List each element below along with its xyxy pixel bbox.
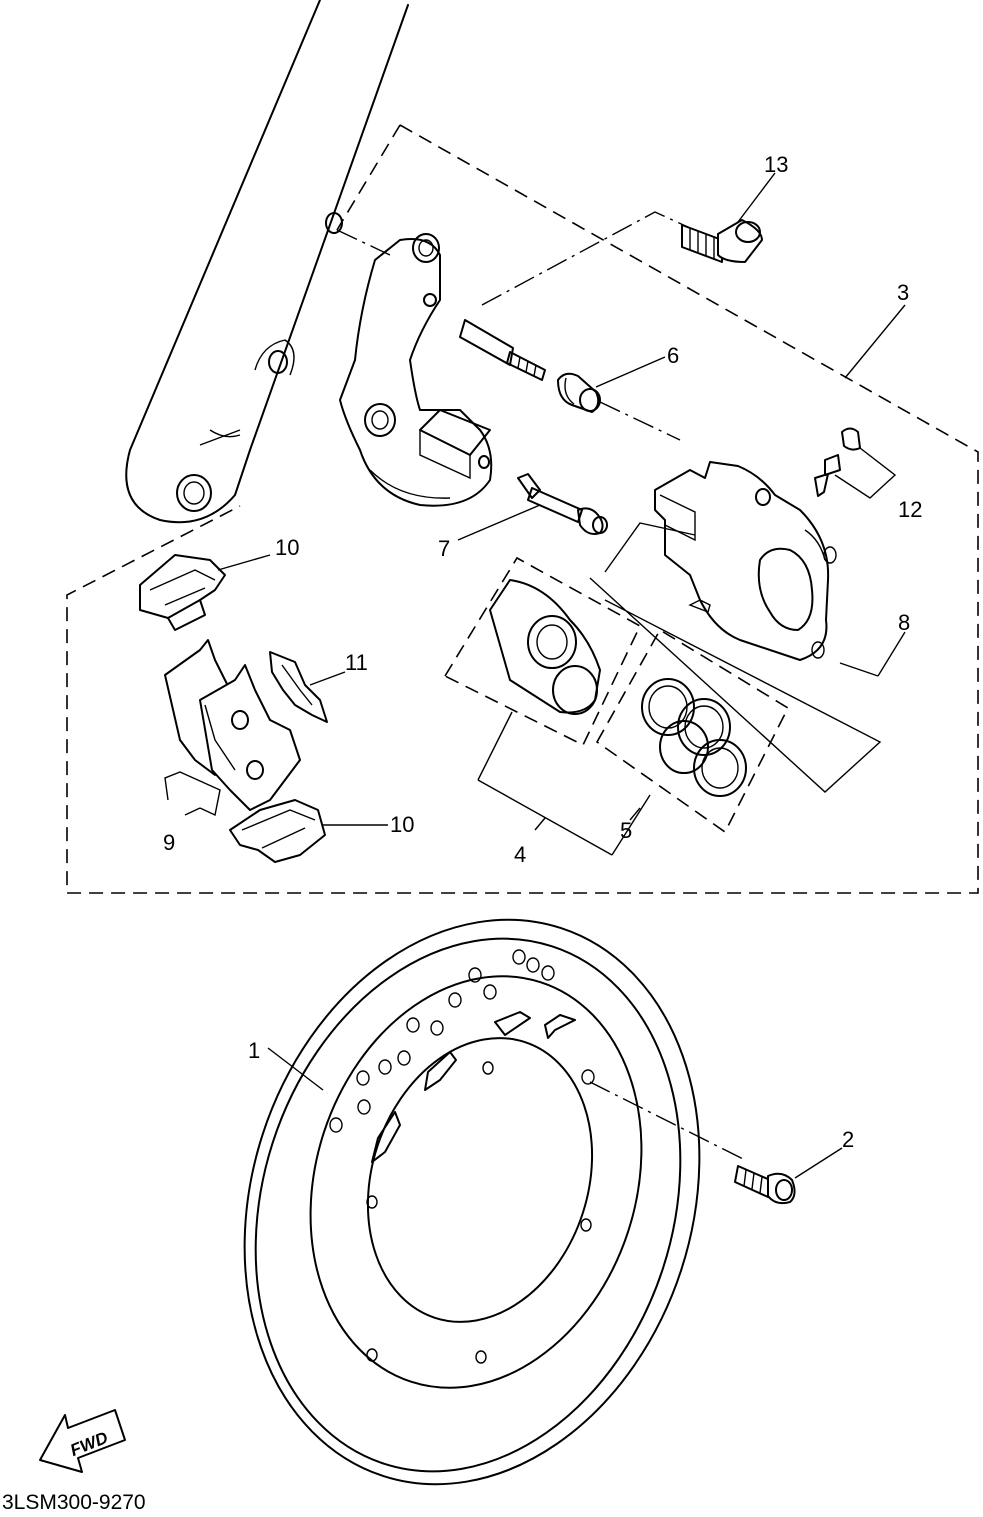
- fwd-direction-arrow: FWD: [39, 1409, 126, 1473]
- bleed-screw-12: [814, 427, 861, 497]
- piston-group-outline: [443, 556, 642, 747]
- callout-10-lower: 10: [390, 812, 414, 837]
- callout-9: 9: [163, 830, 175, 855]
- callout-4: 4: [514, 842, 526, 867]
- caliper-piston-4: [489, 579, 601, 715]
- front-fork-leg: [125, 0, 409, 524]
- brake-disc-1: [243, 918, 701, 1486]
- callout-8: 8: [898, 610, 910, 635]
- fwd-label: FWD: [68, 1428, 111, 1460]
- caliper-seal-kit-5: [641, 678, 747, 797]
- disc-bolt-2: [734, 1165, 796, 1205]
- boot-6: [557, 372, 601, 413]
- caliper-bracket: [339, 233, 493, 507]
- caliper-assembly-outline: [66, 124, 979, 894]
- brake-pads-9: [164, 639, 301, 811]
- pin-bolt-7: [517, 473, 608, 535]
- pad-support-10-upper: [139, 554, 226, 631]
- callout-13: 13: [764, 152, 788, 177]
- drawing-code: 3LSM300-9270: [2, 1491, 146, 1512]
- callout-12: 12: [898, 497, 922, 522]
- slide-pin: [459, 319, 546, 381]
- boot-6-centerline: [599, 401, 681, 441]
- bracket-bolt-13: [681, 219, 763, 263]
- pad-support-10-lower: [229, 799, 326, 863]
- callout-2: 2: [842, 1127, 854, 1152]
- callout-11: 11: [345, 650, 368, 675]
- leader-lines: [164, 172, 906, 1179]
- callout-3: 3: [897, 280, 909, 305]
- bolt-13-centerline: [481, 211, 691, 306]
- callout-1: 1: [248, 1038, 260, 1063]
- callout-5: 5: [620, 818, 632, 843]
- callout-10-upper: 10: [275, 535, 299, 560]
- callout-6: 6: [667, 343, 679, 368]
- caliper-body: [654, 461, 837, 661]
- fork-mount-centerline: [336, 229, 391, 256]
- callout-7: 7: [438, 536, 450, 561]
- pad-shim-11: [269, 651, 328, 723]
- disc-bolt-centerline: [589, 1081, 746, 1161]
- seal-kit-outline: [595, 628, 790, 834]
